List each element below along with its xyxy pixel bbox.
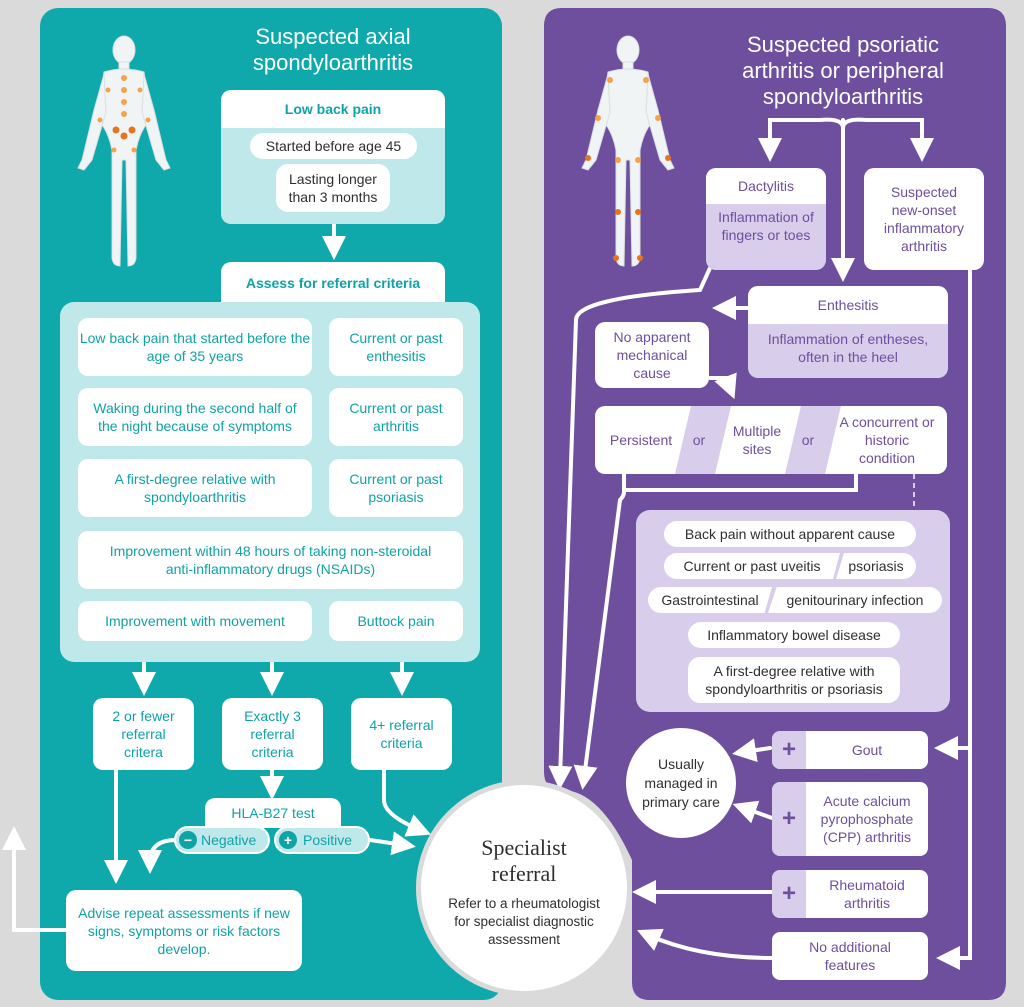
dactylitis-box: Dactylitis Inflammation of fingers or to… — [706, 168, 826, 270]
condition-ibd: Inflammatory bowel disease — [688, 622, 900, 648]
gout-box: + Gout — [772, 731, 928, 769]
lbp-started-before-45: Started before age 45 — [250, 133, 417, 159]
specialist-referral-circle: Specialist referral Refer to a rheumatol… — [416, 780, 632, 996]
criterion-nsaids: Improvement within 48 hours of taking no… — [78, 531, 463, 589]
hla-b27-title: HLA-B27 test — [205, 798, 341, 828]
enthesitis-box: Enthesitis Inflammation of entheses, oft… — [748, 286, 948, 378]
plus-icon: + — [772, 731, 806, 769]
outcome-exactly-3: Exactly 3 referral criteria — [222, 698, 323, 770]
condition-genitourinary: genitourinary infection — [768, 587, 942, 613]
primary-care-circle: Usually managed in primary care — [626, 728, 736, 838]
axial-body-icon — [77, 35, 171, 267]
criterion-movement: Improvement with movement — [78, 601, 312, 641]
psoriatic-title: Suspected psoriatic arthritis or periphe… — [742, 32, 944, 109]
hla-positive: + Positive — [274, 826, 370, 854]
specialist-text: Refer to a rheumatologist for specialist… — [448, 896, 600, 947]
gout-label: Gout — [851, 742, 883, 758]
assess-referral-title: Assess for referral criteria — [221, 262, 445, 304]
condition-back-pain: Back pain without apparent cause — [664, 521, 916, 547]
ra-label: Rheumatoid arthritis — [829, 877, 905, 911]
dactylitis-heading: Dactylitis — [706, 168, 826, 204]
ra-box: + Rheumatoid arthritis — [772, 870, 928, 918]
condition-psoriasis: psoriasis — [836, 553, 916, 579]
low-back-pain-heading: Low back pain — [221, 90, 445, 128]
plus-icon: + — [772, 782, 806, 856]
criterion-first-degree: A first-degree relative with spondyloart… — [78, 459, 312, 517]
criterion-psoriasis: Current or past psoriasis — [329, 459, 463, 517]
psoriatic-body-icon — [581, 35, 675, 267]
multiple-sites-label: Multiple sites — [732, 423, 782, 457]
criterion-waking: Waking during the second half of the nig… — [78, 388, 312, 446]
plus-icon: + — [279, 831, 297, 849]
plus-icon: + — [772, 870, 806, 918]
condition-first-degree: A first-degree relative with spondyloart… — [688, 657, 900, 703]
lbp-lasting-longer: Lasting longer than 3 months — [276, 164, 390, 212]
criterion-age-35: Low back pain that started before the ag… — [78, 318, 312, 376]
enthesitis-text: Inflammation of entheses, often in the h… — [767, 331, 929, 365]
hla-positive-label: Positive — [303, 832, 353, 848]
minus-icon: − — [179, 831, 197, 849]
or-label-1: or — [692, 432, 706, 448]
suspected-new-onset: Suspected new-onset inflammatory arthrit… — [864, 168, 984, 270]
or-label-2: or — [801, 432, 815, 448]
axial-title: Suspected axial spondyloarthritis — [252, 24, 414, 75]
hla-negative-label: Negative — [201, 832, 257, 848]
condition-gastrointestinal: Gastrointestinal — [648, 587, 772, 613]
no-apparent-mechanical: No apparent mechanical cause — [595, 322, 709, 388]
criteria-row: Persistent or Multiple sites or A concur… — [595, 406, 947, 474]
concurrent-label: A concurrent or historic condition — [839, 414, 935, 466]
dactylitis-text: Inflammation of fingers or toes — [718, 209, 814, 243]
criterion-buttock: Buttock pain — [329, 601, 463, 641]
advise-repeat-assessments: Advise repeat assessments if new signs, … — [66, 890, 302, 971]
cpp-box: + Acute calcium pyrophosphate (CPP) arth… — [772, 782, 928, 856]
outcome-2-or-fewer: 2 or fewer referral critera — [93, 698, 194, 770]
criteria-row-bg — [675, 406, 841, 474]
enthesitis-heading: Enthesitis — [748, 286, 948, 324]
cpp-label: Acute calcium pyrophosphate (CPP) arthri… — [820, 793, 914, 845]
outcome-4-plus: 4+ referral criteria — [351, 698, 452, 770]
hla-negative: − Negative — [174, 826, 270, 854]
psoriatic-joint-markers — [585, 77, 671, 261]
condition-uveitis: Current or past uveitis — [664, 553, 840, 579]
criterion-enthesitis: Current or past enthesitis — [329, 318, 463, 376]
specialist-title-text: Specialist referral — [481, 835, 567, 886]
specialist-title: Specialist referral — [421, 835, 627, 887]
axial-joint-markers — [97, 75, 151, 153]
persistent-label: Persistent — [609, 432, 673, 448]
no-additional-features: No additional features — [772, 932, 928, 980]
criterion-arthritis: Current or past arthritis — [329, 388, 463, 446]
